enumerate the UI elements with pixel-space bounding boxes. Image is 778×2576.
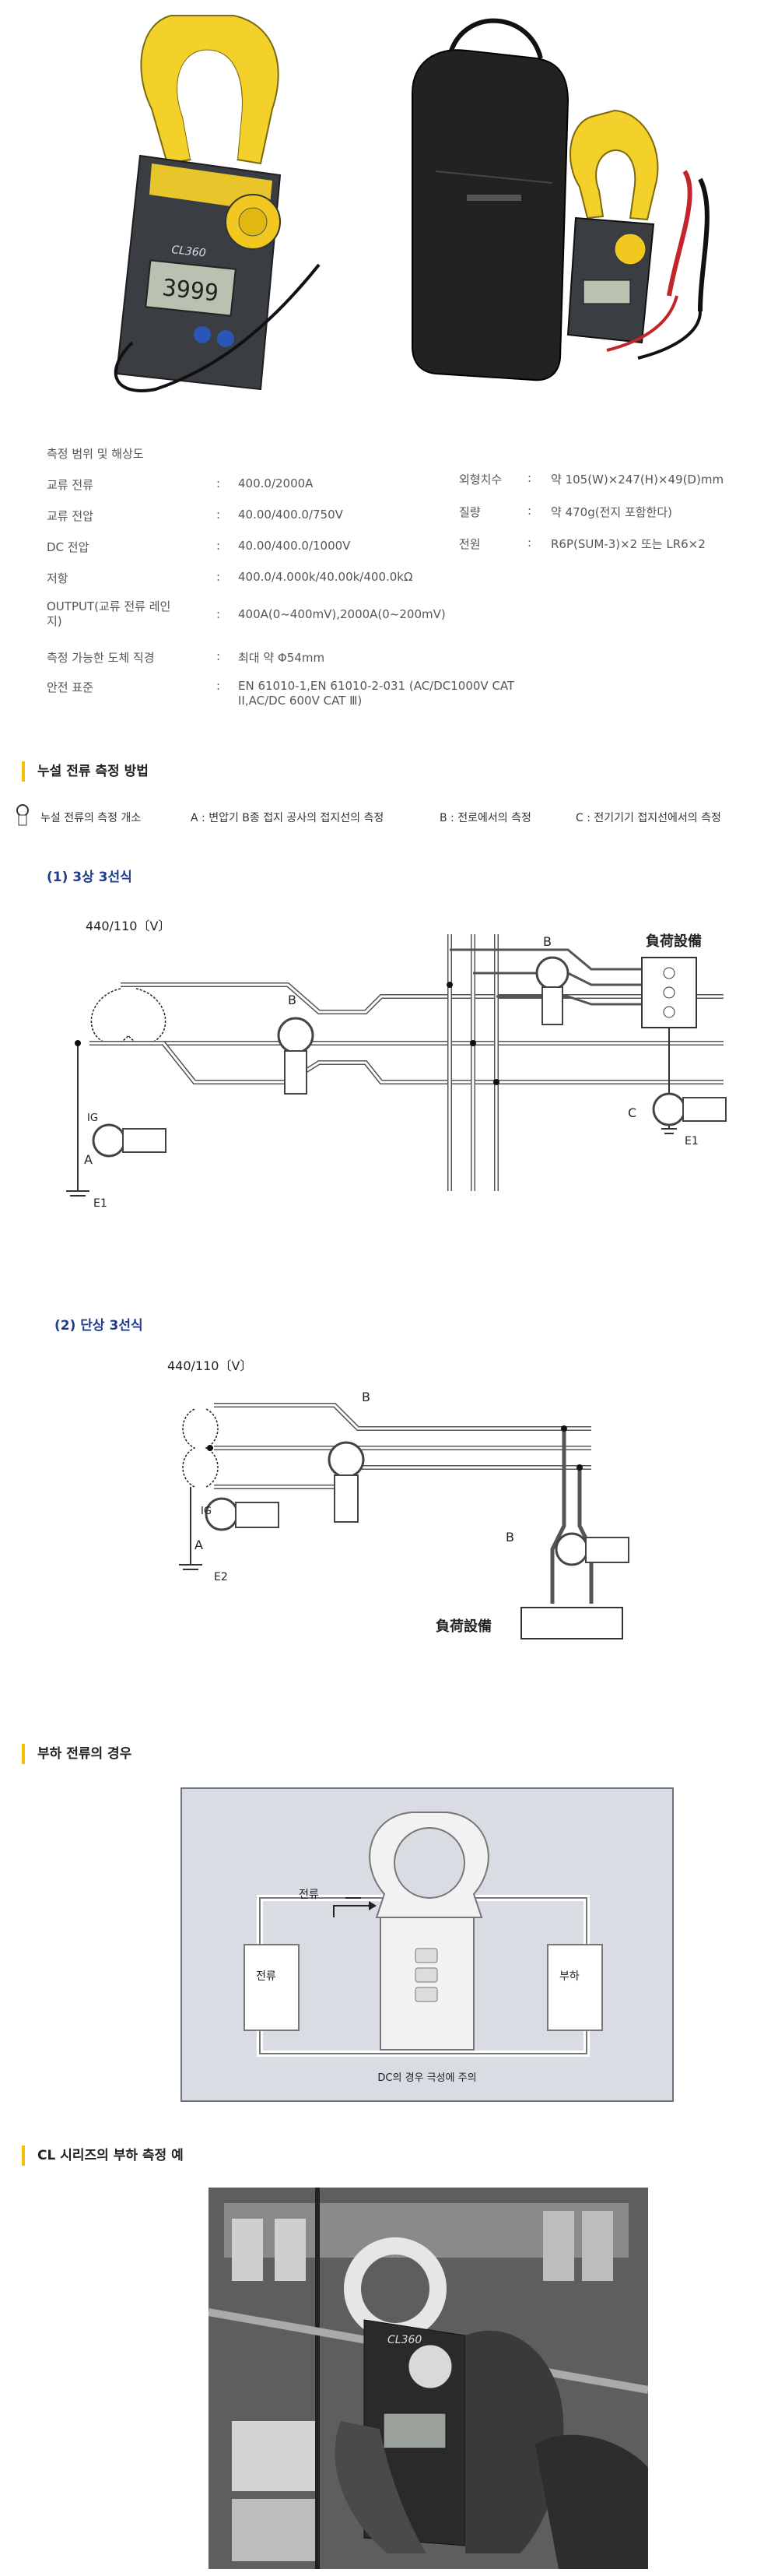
spec-sep: : [527,536,532,550]
example-heading: CL 시리즈의 부하 측정 예 [22,2145,184,2166]
specs-title: 측정 범위 및 해상도 [47,447,144,461]
spec-value: 400A(0~400mV),2000A(0~200mV) [238,607,446,621]
d2-label-a: A [194,1538,203,1552]
product-photo-case-kit [405,16,731,389]
spec-value: EN 61010-1,EN 61010-2-031 (AC/DC1000V CA… [238,679,515,708]
diagram2-title: (2) 단상 3선식 [54,1318,143,1334]
diagram1-title: (1) 3상 3선식 [47,870,132,885]
d2-label-b2: B [506,1530,514,1545]
spec-value: 40.00/400.0/750V [238,508,343,522]
spec-sep: : [216,649,221,663]
d1-voltage: 440/110〔V〕 [86,919,170,933]
d1-label-ig: IG [87,1112,98,1124]
spec-label: 전원 [459,537,481,551]
spec-label: 질량 [459,505,481,519]
d2-load-label: 負荷設備 [436,1618,492,1635]
load-box-label: 부하 [559,1970,580,1983]
d1-label-e1a: E1 [93,1197,107,1210]
spec-value: 약 105(W)×247(H)×49(D)mm [551,473,724,487]
spec-value: 400.0/2000A [238,476,314,490]
polarity-note: DC의 경우 극성에 주의 [377,2072,476,2084]
meter-brand-label: CL360 [171,244,207,260]
leak-legend: 누설 전류의 측정 개소 [40,812,142,824]
d1-label-a: A [84,1152,93,1167]
spec-sep: : [527,471,532,485]
d2-label-e2: E2 [214,1571,228,1583]
example-meter-brand: CL360 [387,2334,422,2346]
spec-label: 저항 [47,571,68,585]
meter-display-value: 3999 [161,274,220,307]
spec-label: 교류 전압 [47,509,93,523]
current-arrow-label: 전류 [299,1889,319,1901]
spec-sep: : [216,679,221,693]
d1-label-b1: B [288,993,296,1007]
d2-label-ig: IG [201,1506,212,1517]
clamp-legend-icon [14,803,31,827]
spec-label: 외형치수 [459,473,503,487]
d1-label-c: C [628,1105,636,1120]
load-current-diagram: 전류 전류 부하 DC의 경우 극성에 주의 [180,1787,674,2102]
spec-value: 최대 약 Φ54mm [238,651,325,665]
spec-sep: : [216,607,221,621]
leak-legend-a: A : 변압기 B종 접지 공사의 접지선의 측정 [191,812,384,824]
diagram-three-phase: 440/110〔V〕 負荷設備 B B A C IG E1 E1 [54,895,770,1246]
spec-sep: : [216,476,221,490]
spec-sep: : [216,539,221,553]
spec-label: DC 전압 [47,540,89,554]
leak-heading: 누설 전류 측정 방법 [22,761,149,782]
d1-label-e1b: E1 [685,1135,699,1147]
example-photo: CL360 [209,2188,648,2569]
d2-label-b1: B [362,1390,370,1404]
spec-sep: : [216,570,221,584]
spec-value: 40.00/400.0/1000V [238,539,351,553]
spec-value: 약 470g(전지 포함한다) [551,505,672,519]
d1-label-b2: B [543,934,552,949]
product-photo-meter: 3999 CL360 [86,8,342,397]
spec-label: 교류 전류 [47,478,93,492]
leak-legend-b: B : 전로에서의 측정 [440,812,531,824]
source-box-label: 전류 [256,1970,276,1983]
d2-voltage: 440/110〔V〕 [167,1358,252,1373]
d1-load-label: 負荷設備 [646,933,702,950]
spec-label: 측정 가능한 도체 직경 [47,651,155,665]
spec-value: 400.0/4.000k/40.00k/400.0kΩ [238,570,413,584]
spec-sep: : [216,508,221,522]
diagram-single-phase: 440/110〔V〕 B B A IG E2 負荷設備 [156,1339,685,1697]
spec-label: 안전 표준 [47,680,93,694]
spec-sep: : [527,504,532,518]
leak-legend-c: C : 전기기기 접지선에서의 측정 [576,812,721,824]
load-heading: 부하 전류의 경우 [22,1744,131,1764]
spec-value: R6P(SUM-3)×2 또는 LR6×2 [551,537,706,551]
spec-label: OUTPUT(교류 전류 레인지) [47,599,171,628]
